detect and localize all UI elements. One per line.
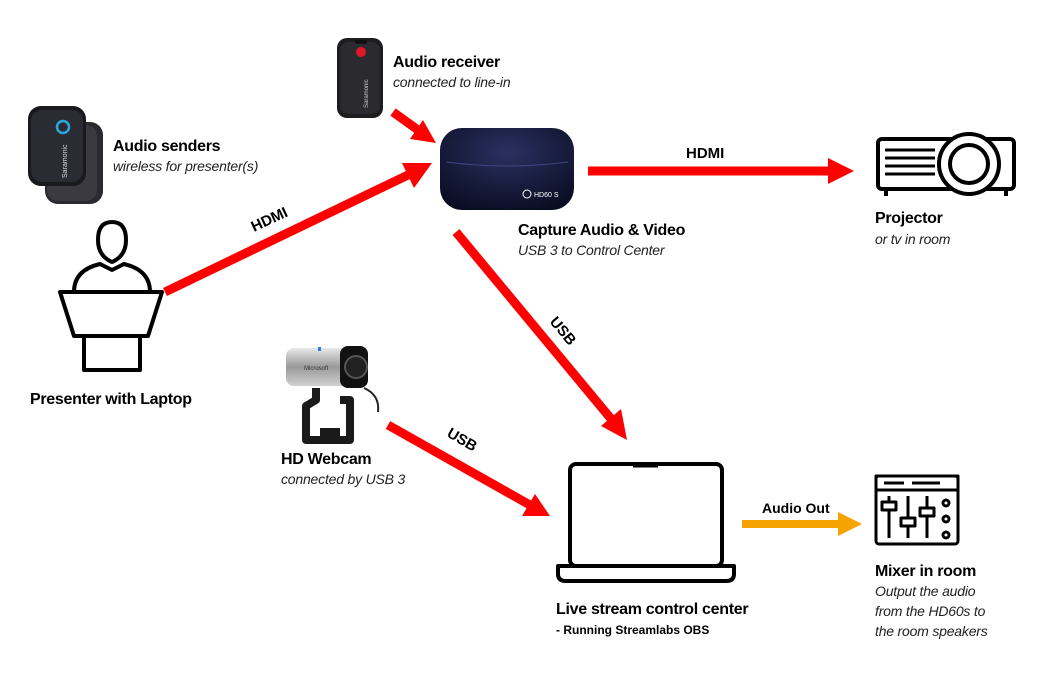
mixer-icon	[874, 474, 960, 546]
arrow-capture-to-control	[452, 229, 627, 440]
capture-title: Capture Audio & Video	[518, 222, 686, 239]
mixer-subtitle-line-3: the room speakers	[875, 623, 988, 639]
presenter-icon	[58, 220, 164, 372]
connection-label-webcam-usb: USB	[444, 425, 480, 456]
projector-icon	[876, 132, 1016, 196]
webcam-title: HD Webcam	[281, 451, 372, 468]
audio-receiver-brand: Saramonic	[364, 79, 370, 108]
audio-receiver-title: Audio receiver	[393, 54, 500, 71]
presenter-title: Presenter with Laptop	[30, 391, 192, 408]
capture-subtitle: USB 3 to Control Center	[518, 242, 665, 258]
arrow-receiver-to-capture	[390, 108, 436, 143]
arrow-capture-to-projector	[588, 158, 854, 184]
connection-label-audio-out: Audio Out	[762, 500, 830, 516]
audio-senders-brand: Saramonic	[62, 144, 69, 178]
connection-label-projector-hdmi: HDMI	[686, 145, 724, 162]
webcam-subtitle: connected by USB 3	[281, 471, 406, 487]
mixer-subtitle-line-1: Output the audio	[875, 583, 976, 599]
projector-subtitle: or tv in room	[875, 231, 951, 247]
arrow-control-to-mixer	[742, 512, 862, 536]
control-center-title: Live stream control center	[556, 601, 749, 618]
audio-receiver-device: Saramonic	[337, 38, 383, 118]
webcam-device: Microsoft	[286, 346, 380, 444]
audio-senders-title: Audio senders	[113, 138, 221, 155]
capture-device-label: HD60 S	[534, 192, 559, 199]
audio-senders-subtitle: wireless for presenter(s)	[113, 158, 259, 174]
audio-senders-device: Saramonic	[28, 106, 103, 204]
control-center-subtitle: - Running Streamlabs OBS	[556, 623, 710, 637]
laptop-icon	[556, 462, 736, 583]
capture-device: HD60 S	[440, 128, 574, 210]
webcam-brand: Microsoft	[304, 366, 329, 372]
audio-receiver-subtitle: connected to line-in	[393, 74, 511, 90]
mixer-subtitle-line-2: from the HD60s to	[875, 603, 986, 619]
arrow-webcam-to-control	[385, 421, 550, 516]
arrow-presenter-to-capture	[163, 163, 432, 297]
mixer-title: Mixer in room	[875, 563, 977, 580]
projector-title: Projector	[875, 210, 943, 227]
